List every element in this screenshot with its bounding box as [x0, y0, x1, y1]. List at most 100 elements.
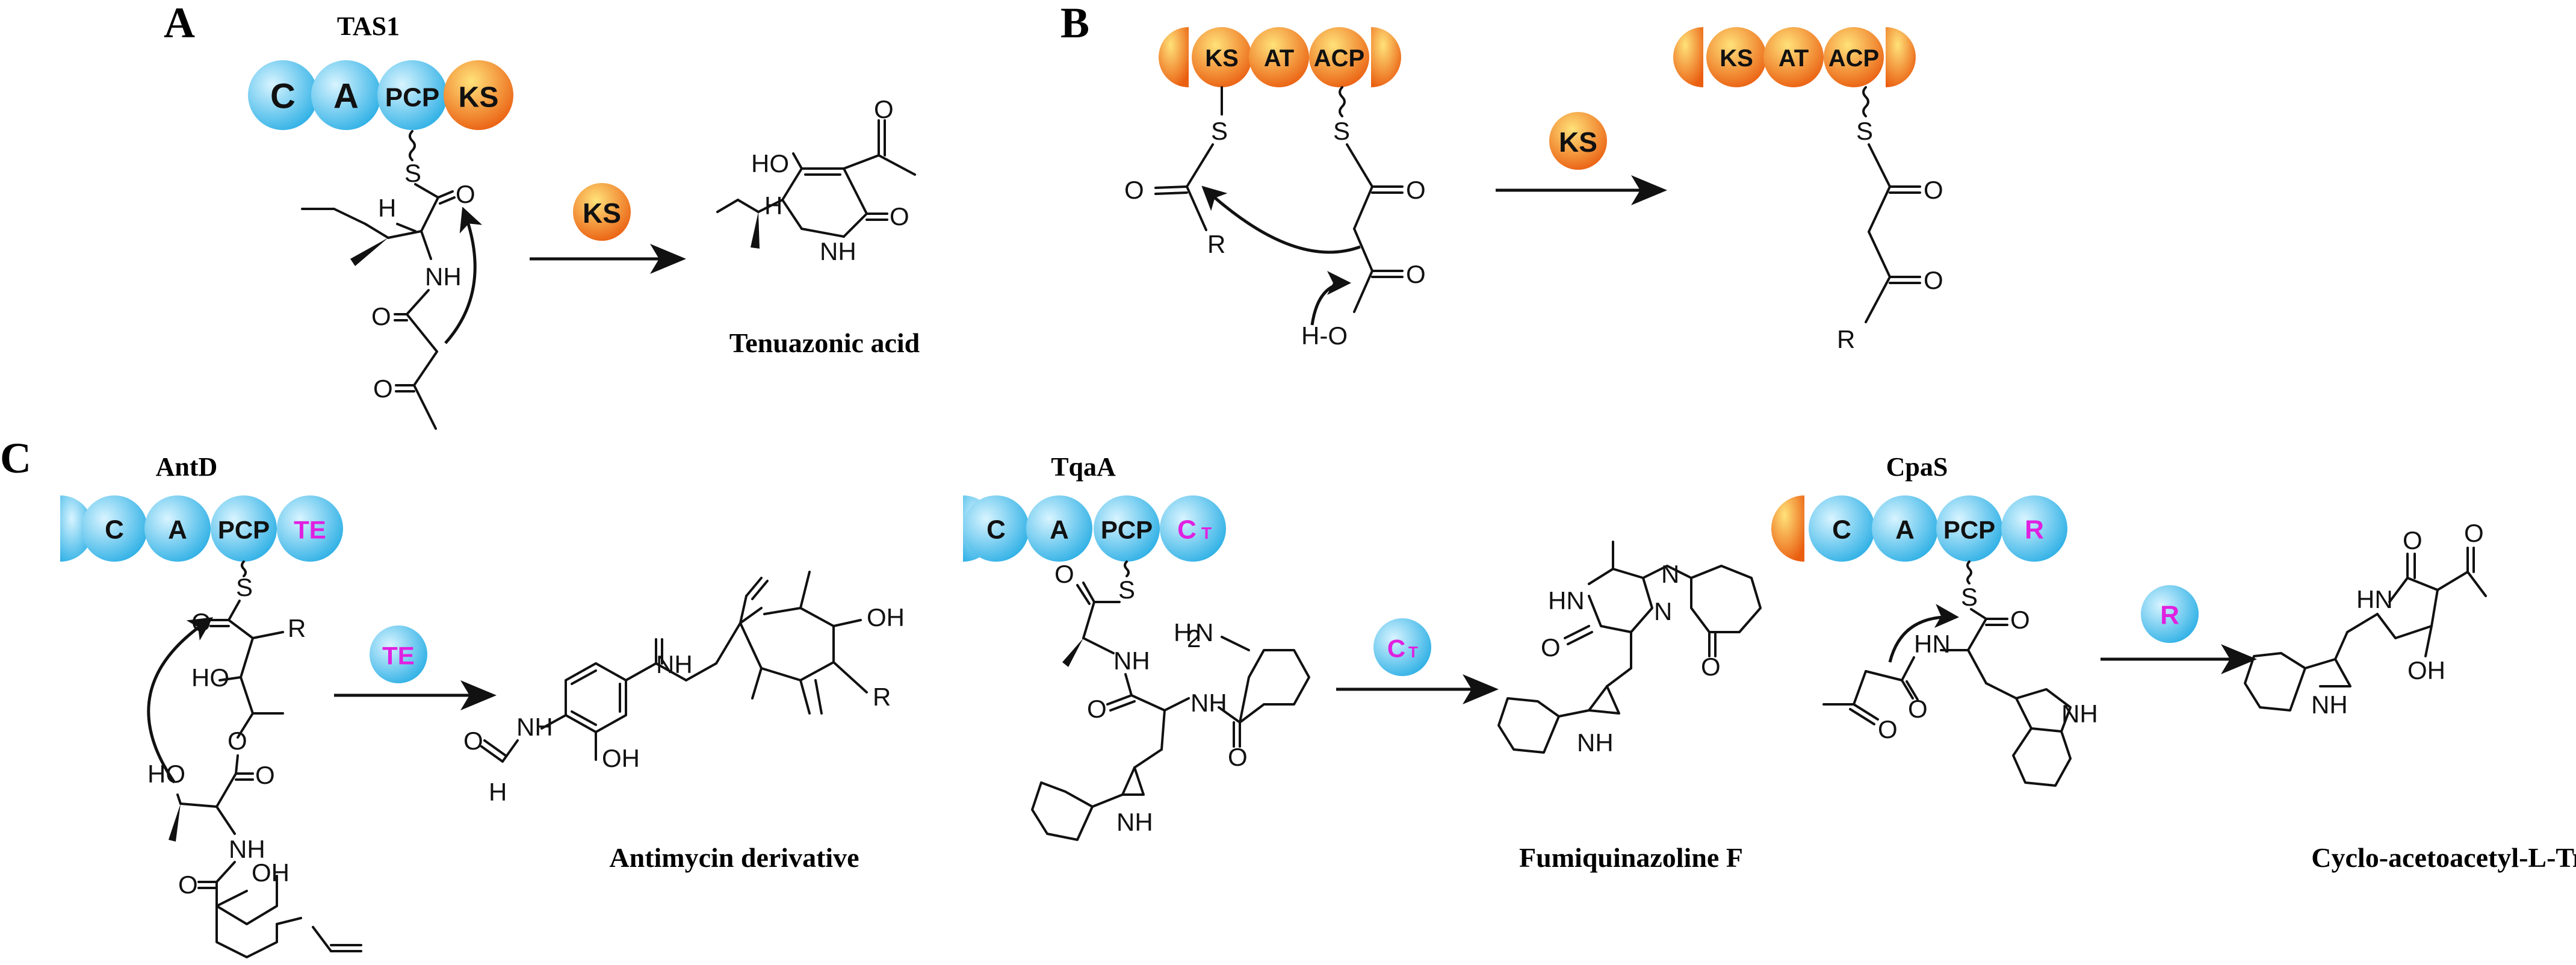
tas1-domain-ks	[444, 60, 513, 130]
antd-domain-a-label: A	[168, 515, 187, 545]
b-domain-at	[1249, 27, 1309, 87]
atom-o-ta-ring: O	[890, 202, 909, 231]
b-domain-ks-label: KS	[1205, 45, 1239, 72]
tqaa-atom-s: S	[1118, 576, 1135, 604]
b-atom-o-5: O	[1924, 266, 1943, 294]
tas1-domain-c-label: C	[270, 77, 296, 116]
cat-atom-nh-indole: NH	[2311, 690, 2348, 719]
b2-domain-ks-label: KS	[1720, 45, 1753, 72]
cpas-atom-hn: HN	[1914, 630, 1951, 658]
b-domain-chain-right: KS AT ACP	[1673, 27, 1916, 87]
antd-domain-a	[144, 495, 211, 562]
b-atom-ho: H-O	[1301, 321, 1348, 350]
b-atom-s-3: S	[1856, 117, 1873, 145]
panel-c: C AntD C A PCP TE S O R HO	[0, 434, 2576, 958]
cat-atom-o-1: O	[2403, 526, 2423, 554]
arrow-tqaa-ct-sphere	[1373, 618, 1431, 676]
cpas-atom-o-2: O	[1908, 695, 1928, 723]
tqaa-domain-a	[1026, 495, 1092, 562]
antd-atom-o-2: O	[228, 727, 247, 755]
cpas-atom-o-3: O	[1878, 715, 1898, 743]
reaction-arrow-a: KS	[530, 183, 686, 274]
b-left-cap	[1159, 27, 1189, 87]
cat-atom-hn: HN	[2356, 585, 2393, 613]
antimycin-derivative-structure: NH R OH OH NH O	[463, 571, 905, 873]
atom-o-2: O	[371, 302, 391, 330]
antd-atom-o-3: O	[255, 761, 275, 789]
atom-h-ta: H	[764, 191, 782, 220]
cyclo-acetoacetyl-trp-structure: O HN O OH NH Cyclo-acetoacetyl-L-Trp	[2244, 519, 2576, 873]
arrow-tqaa-enzyme-label: C	[1387, 635, 1405, 663]
tas1-domain-a	[311, 60, 381, 130]
arrow-a-ks-sphere	[573, 183, 631, 241]
fq-atom-o-1: O	[1541, 633, 1561, 662]
arrow-cpas-r-sphere	[2141, 585, 2199, 643]
panel-c-letter: C	[0, 434, 31, 482]
cpas-domain-c	[1809, 495, 1875, 562]
b-atom-o-2: O	[1406, 176, 1426, 204]
antd-atom-nh: NH	[229, 835, 265, 863]
cpas-domain-a-label: A	[1895, 515, 1915, 545]
wavy-bond	[409, 130, 416, 161]
reaction-arrow-antd: TE	[334, 625, 497, 710]
tqaa-domain-chain: C A PCP C T	[963, 495, 1226, 562]
tqaa-domain-pcp	[1094, 495, 1160, 562]
atom-h: H	[378, 194, 396, 222]
tas1-domain-pcp-label: PCP	[385, 83, 439, 113]
tas1-domain-chain: C A PCP KS	[248, 60, 513, 130]
panel-a: A TAS1 C A PCP KS S O H	[164, 0, 920, 430]
antd-domain-pcp	[211, 495, 277, 562]
fq-atom-n-1: N	[1661, 560, 1679, 588]
atom-nh: NH	[425, 262, 462, 291]
b-domain-acp-label: ACP	[1314, 45, 1364, 72]
tqaa-enzyme-name: TqaA	[1051, 452, 1116, 482]
tqaa-domain-ct-label: C	[1177, 515, 1197, 545]
reaction-arrow-cpas: R	[2101, 585, 2257, 674]
atom-o: O	[456, 180, 475, 208]
atom-s: S	[404, 159, 421, 187]
tqaa-atom-o-3: O	[1228, 743, 1248, 771]
product-cyclo-acetoacetyl-l-trp: Cyclo-acetoacetyl-L-Trp	[2311, 842, 2576, 873]
antd-domain-c-label: C	[105, 515, 124, 545]
cpas-enzyme-name: CpaS	[1886, 452, 1948, 482]
cpas-domain-pcp	[1936, 495, 2002, 562]
b2-domain-acp	[1824, 27, 1884, 87]
b-atom-o-1: O	[1124, 176, 1144, 204]
tas1-domain-ks-label: KS	[459, 82, 499, 114]
antimycin-atom-oh-2: OH	[602, 744, 640, 772]
arrow-antd-enzyme-label: TE	[382, 642, 415, 670]
tas1-enzyme-name: TAS1	[337, 11, 400, 41]
product-fumiquinazoline-f: Fumiquinazoline F	[1519, 842, 1743, 873]
antd-domain-te-label: TE	[294, 516, 326, 544]
b-atom-o-4: O	[1924, 176, 1943, 204]
antimycin-atom-r: R	[873, 683, 891, 711]
fq-atom-hn: HN	[1548, 586, 1585, 615]
tqaa-atom-nh-2: NH	[1190, 689, 1227, 717]
b-atom-o-3: O	[1406, 260, 1426, 288]
reaction-arrow-tqaa: C T	[1336, 618, 1499, 704]
b-left-substrates: S O R S O O H-O	[1124, 86, 1426, 350]
tenuazonic-acid-structure: H HO O NH O Tenuazonic acid	[716, 95, 920, 358]
antd-domain-chain: C A PCP TE	[60, 495, 343, 562]
cpas-atom-nh-indole: NH	[2061, 700, 2098, 728]
b-atom-r-2: R	[1837, 325, 1855, 353]
cpas-domain-chain: C A PCP R	[1771, 495, 2067, 562]
cpas-atom-o-1: O	[2010, 606, 2030, 634]
cpas-domain-a	[1872, 495, 1938, 562]
b-domain-at-label: AT	[1264, 45, 1294, 72]
arrow-b-enzyme-label: KS	[1559, 126, 1597, 158]
antimycin-atom-o-formyl: O	[463, 727, 483, 755]
cpas-domain-pcp-label: PCP	[1943, 516, 1995, 544]
b-atom-r-1: R	[1207, 230, 1225, 258]
tas1-domain-a-label: A	[333, 77, 359, 116]
b-atom-s-2: S	[1333, 117, 1350, 145]
antd-atom-ho-1: HO	[191, 663, 229, 692]
tqaa-domain-c-label: C	[986, 515, 1006, 545]
antd-atom-oh: OH	[252, 858, 289, 887]
product-tenuazonic-acid: Tenuazonic acid	[729, 327, 920, 358]
tqaa-substrate-structure: S O NH O NH O H 2 N	[1031, 560, 1310, 841]
antd-domain-c	[81, 495, 147, 562]
tas1-domain-c	[248, 60, 318, 130]
tqaa-atom-nh-1: NH	[1113, 647, 1150, 675]
